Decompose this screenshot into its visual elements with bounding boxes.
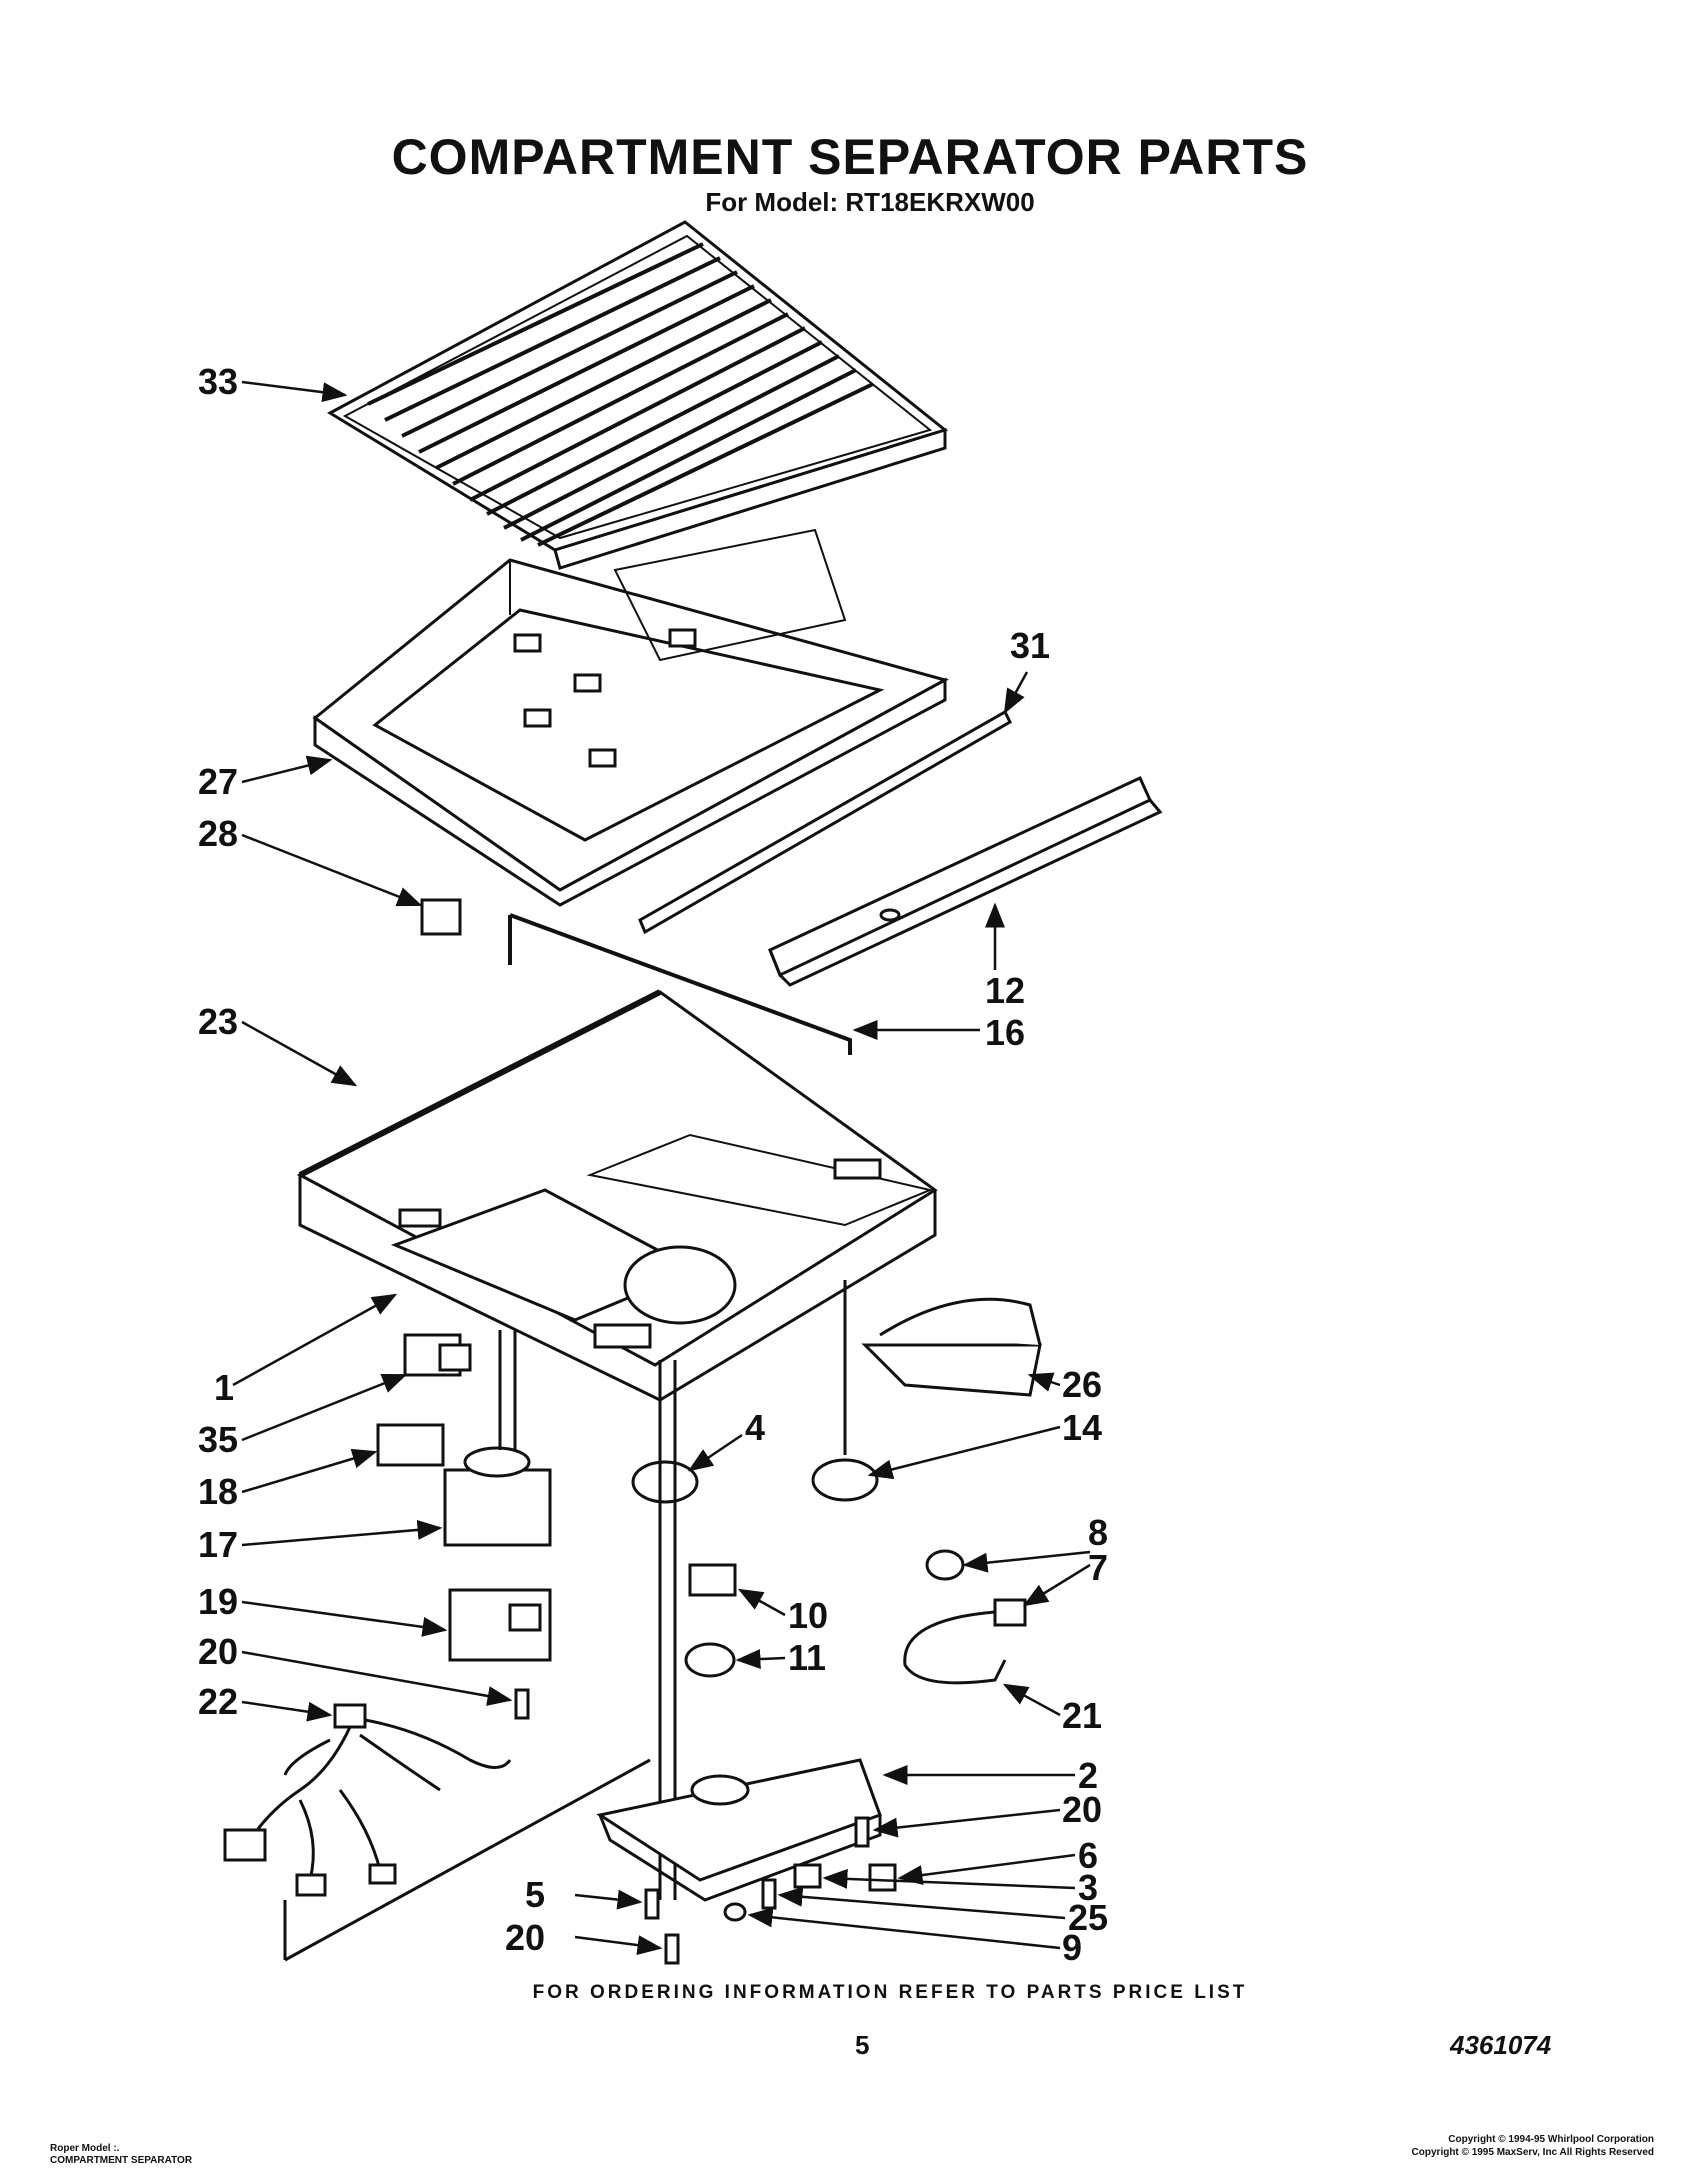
- callout-35: 35: [198, 1419, 238, 1460]
- page-title: COMPARTMENT SEPARATOR PARTS: [391, 129, 1309, 185]
- part-22-harness: [223, 1703, 651, 1962]
- part-12-bracket: [768, 776, 1163, 987]
- footer-left: Roper Model :. COMPARTMENT SEPARATOR: [50, 2143, 192, 2167]
- part-27-frame: [312, 528, 949, 907]
- part-20-screw-b: [514, 1688, 530, 1720]
- part-16-wire: [508, 913, 852, 1055]
- callout-3: 3: [1078, 1867, 1098, 1908]
- part-8-bulb: [925, 1549, 965, 1581]
- part-28-block: [420, 898, 462, 936]
- callout-20: 20: [198, 1631, 238, 1672]
- callout-8: 8: [1088, 1512, 1108, 1553]
- callout-4: 4: [745, 1407, 765, 1448]
- callout-31: 31: [1010, 625, 1050, 666]
- callout-2: 2: [1078, 1755, 1098, 1796]
- part-6-plug: [868, 1863, 897, 1892]
- callout-7: 7: [1088, 1547, 1108, 1588]
- part-19-bracket: [448, 1588, 552, 1662]
- callout-33: 33: [198, 361, 238, 402]
- callout-10: 10: [788, 1595, 828, 1636]
- callout-21: 21: [1062, 1695, 1102, 1736]
- part-21-wire: [903, 1610, 1007, 1685]
- part-7-socket: [993, 1598, 1027, 1627]
- callout-18: 18: [198, 1471, 238, 1512]
- ordering-note: FOR ORDERING INFORMATION REFER TO PARTS …: [532, 1982, 1248, 2003]
- part-14-grommet: [811, 1280, 879, 1502]
- part-9-washer: [723, 1902, 747, 1922]
- callout-22: 22: [198, 1681, 238, 1722]
- part-35-switch: [403, 1333, 472, 1377]
- callout-28: 28: [198, 813, 238, 854]
- callout-16: 16: [985, 1012, 1025, 1053]
- callout-20-b: 20: [1062, 1789, 1102, 1830]
- callout-6: 6: [1078, 1835, 1098, 1876]
- callout-11: 11: [788, 1637, 826, 1678]
- footer-copyright: Copyright © 1994-95 Whirlpool Corporatio…: [1412, 2133, 1654, 2159]
- part-23-separator: [296, 989, 938, 1402]
- callout-26: 26: [1062, 1364, 1102, 1405]
- copyright-maxserv: Copyright © 1995 MaxServ, Inc All Rights…: [1411, 2147, 1654, 2158]
- page-number: 5: [855, 2030, 870, 2060]
- part-3-switch: [793, 1863, 822, 1889]
- part-26-duct: [861, 1297, 1042, 1397]
- copyright-whirlpool: Copyright © 1994-95 Whirlpool Corporatio…: [1448, 2134, 1654, 2145]
- callout-14: 14: [1062, 1407, 1102, 1448]
- model-subtitle: For Model: RT18EKRXW00: [705, 187, 1035, 217]
- callout-12: 12: [985, 970, 1025, 1011]
- callout-19: 19: [198, 1581, 238, 1622]
- callout-5: 5: [525, 1874, 545, 1915]
- part-17-housing: [443, 1330, 552, 1547]
- part-33-grille: [326, 220, 949, 570]
- part-25-screw: [761, 1878, 777, 1910]
- document-number: 4361074: [1450, 2030, 1552, 2060]
- callout-25: 25: [1068, 1897, 1108, 1938]
- part-5-screw: [644, 1888, 660, 1920]
- footer-left-line1: Roper Model :.: [50, 2143, 120, 2154]
- part-11-cap: [684, 1642, 736, 1678]
- part-20-screw-c: [854, 1816, 870, 1848]
- part-31-strip: [638, 709, 1012, 935]
- callout-1: 1: [214, 1367, 234, 1408]
- part-20-screw: [664, 1933, 680, 1965]
- callout-20-c: 20: [505, 1917, 545, 1958]
- part-18-cover: [376, 1423, 445, 1467]
- leader-lines: [232, 380, 1091, 1956]
- part-2-tray: [596, 1758, 882, 1902]
- callout-17: 17: [198, 1524, 238, 1565]
- footer-left-line2: COMPARTMENT SEPARATOR: [50, 2155, 193, 2166]
- callout-27: 27: [198, 761, 238, 802]
- part-10-clip: [688, 1563, 737, 1597]
- callout-23: 23: [198, 1001, 238, 1042]
- callout-9: 9: [1062, 1927, 1082, 1968]
